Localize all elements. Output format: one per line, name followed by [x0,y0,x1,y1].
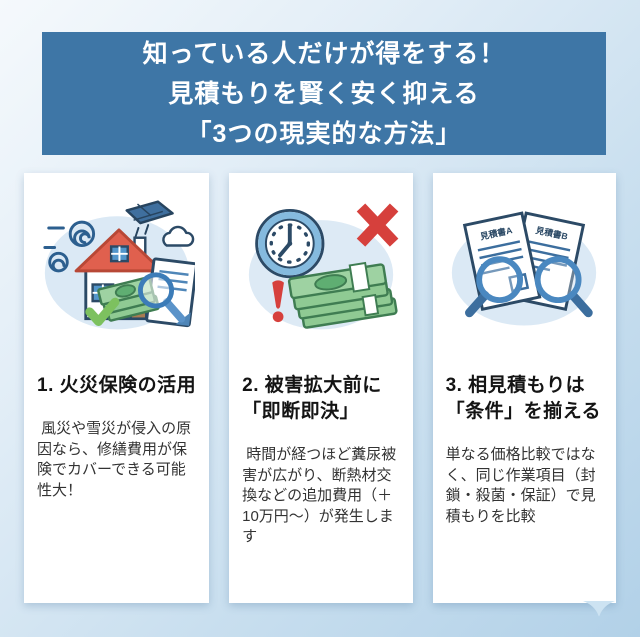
card2-body: 時間が経つほど糞尿被 害が広がり、断熱材交 換などの追加費用（＋ 10万円〜）が… [242,445,399,548]
magnifier-left-icon [465,256,524,318]
cloud-icon [161,225,194,247]
body-line: 性大！ [37,481,83,499]
house-storm-illustration-icon [42,200,195,330]
body-line: 風災や雪災が侵入の原 [37,420,192,437]
fire-insurance-illustration [37,191,196,341]
body-line: 害が広がり、断熱材交 [242,466,392,484]
body-line: 10万円〜）が発生しま [242,507,394,525]
body-line: 鎖・殺菌・保証）で見 [445,487,596,504]
x-mark-icon [356,203,399,247]
body-line: 因なら、修繕費用が保 [37,440,188,458]
header-line-1: 知っている人だけが得をする！ [142,39,506,68]
card-quick-decision: 2. 被害拡大前に 「即断即決」 時間が経つほど糞尿被 害が広がり、断熱材交 換… [229,173,413,603]
body-line: 険でカバーできる可能 [37,461,186,478]
money-stack-icon [287,261,398,329]
card3-title-line: 「条件」を揃える [445,401,601,422]
gable-window-icon [109,245,129,263]
body-line: 時間が経つほど糞尿被 [242,446,397,463]
card2-title-line: 「即断即決」 [242,401,360,422]
body-line: 積もりを比較 [445,507,536,525]
wind-icon [42,220,95,273]
quick-decision-illustration [242,191,399,341]
cards-row: 1. 火災保険の活用 風災や雪災が侵入の原 因なら、修繕費用が保 険でカバーでき… [24,173,616,603]
checkmark-icon [84,297,119,326]
card2-title: 2. 被害拡大前に 「即断即決」 [242,373,399,425]
solar-panel-icon [125,200,174,238]
header-line-3: 「3つの現実的な方法」 [186,119,462,148]
exclamation-icon [272,280,284,323]
card-compare-quotes: 見積書B 見積書A [432,173,616,603]
card1-title: 1. 火災保険の活用 [37,373,196,399]
header-line-2: 見積もりを賢く安く抑える [168,79,480,108]
scroll-down-arrow-icon [583,601,615,619]
magnifier-icon [137,272,185,323]
card3-title-line: 3. 相見積もりは [445,375,586,396]
quotes-comparison-illustration-icon: 見積書B 見積書A [452,211,597,326]
clock-money-illustration-icon [248,203,399,330]
compare-quotes-illustration: 見積書B 見積書A [446,191,603,341]
card2-title-line: 2. 被害拡大前に [242,375,382,396]
card3-body: 単なる価格比較ではな く、同じ作業項目（封 鎖・殺菌・保証）で見 積もりを比較 [446,445,603,527]
clock-icon [255,208,325,279]
body-line: す [242,528,258,545]
card-fire-insurance: 1. 火災保険の活用 風災や雪災が侵入の原 因なら、修繕費用が保 険でカバーでき… [24,173,210,603]
card1-title-line: 1. 火災保険の活用 [37,375,197,396]
card1-body: 風災や雪災が侵入の原 因なら、修繕費用が保 険でカバーできる可能 性大！ [37,419,196,501]
header-banner: 知っている人だけが得をする！ 見積もりを賢く安く抑える 「3つの現実的な方法」 [42,32,606,155]
magnifier-right-icon [535,256,594,318]
body-line: く、同じ作業項目（封 [445,466,596,484]
card3-title: 3. 相見積もりは 「条件」を揃える [446,373,603,425]
body-line: 単なる価格比較ではな [445,446,596,463]
body-line: 換などの追加費用（＋ [242,487,393,504]
